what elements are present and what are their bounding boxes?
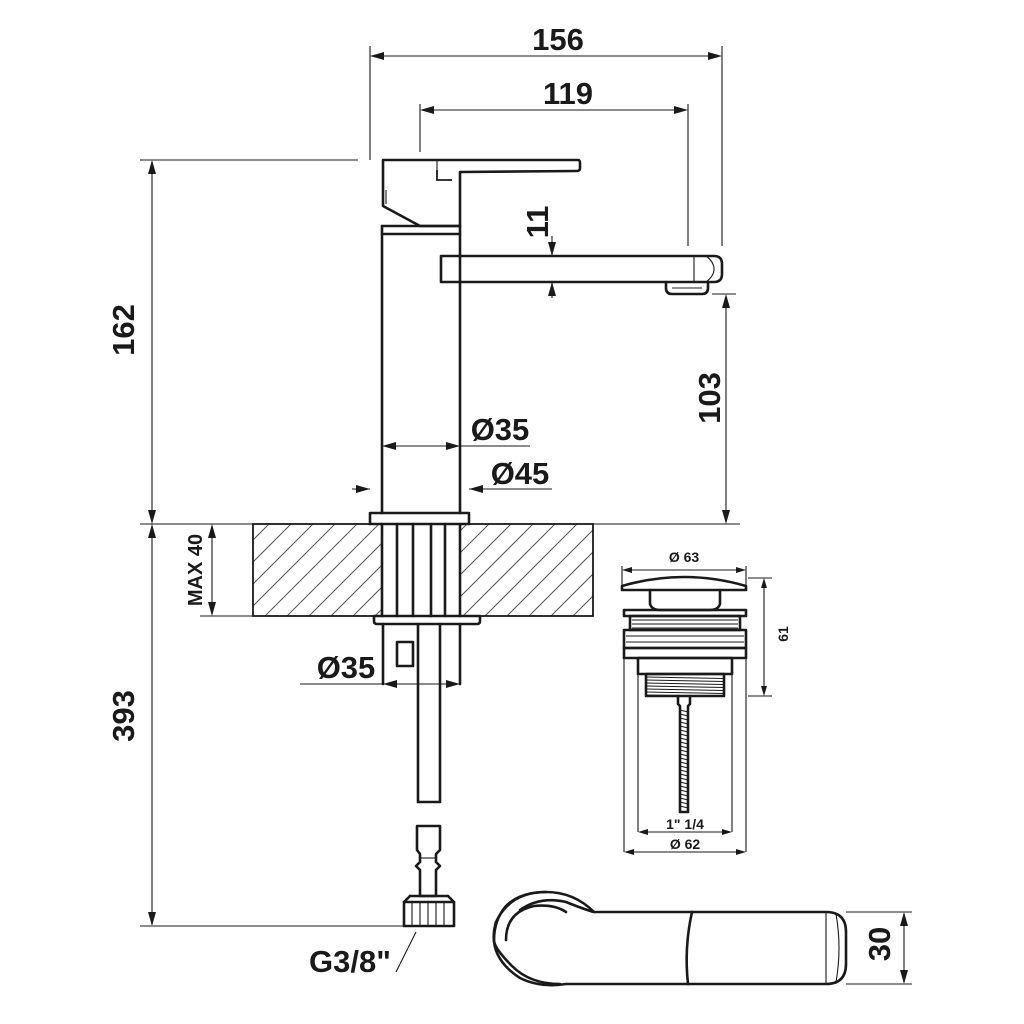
dim-max-counter: MAX 40 — [185, 534, 207, 606]
dim-handle-width: 30 — [862, 927, 897, 961]
dimension-labels: 156 119 11 162 103 Ø35 Ø45 MAX 40 Ø35 39… — [106, 22, 897, 979]
dimension-lines — [140, 46, 740, 973]
dim-connection: G3/8" — [309, 944, 391, 979]
dim-waste-top-diameter: Ø 63 — [669, 549, 700, 565]
dim-body-diameter: Ø35 — [471, 412, 530, 447]
popup-waste — [620, 566, 772, 855]
handle-top-view — [492, 890, 912, 987]
dim-waste-body-diameter: Ø 62 — [670, 836, 701, 852]
dim-base-diameter: Ø45 — [491, 456, 550, 491]
faucet-body — [368, 158, 724, 928]
dim-waste-height: 61 — [775, 626, 791, 642]
dim-spout-thickness: 11 — [520, 206, 555, 239]
dim-spout-reach: 119 — [543, 76, 593, 111]
dim-overall-width: 156 — [532, 22, 584, 57]
dim-height-total: 162 — [106, 304, 141, 356]
countertop-section — [252, 523, 594, 617]
dim-spout-height: 103 — [692, 372, 727, 424]
dim-below-counter: 393 — [106, 690, 141, 742]
dim-waste-thread: 1" 1/4 — [666, 816, 704, 832]
dim-shank-diameter: Ø35 — [317, 650, 376, 685]
